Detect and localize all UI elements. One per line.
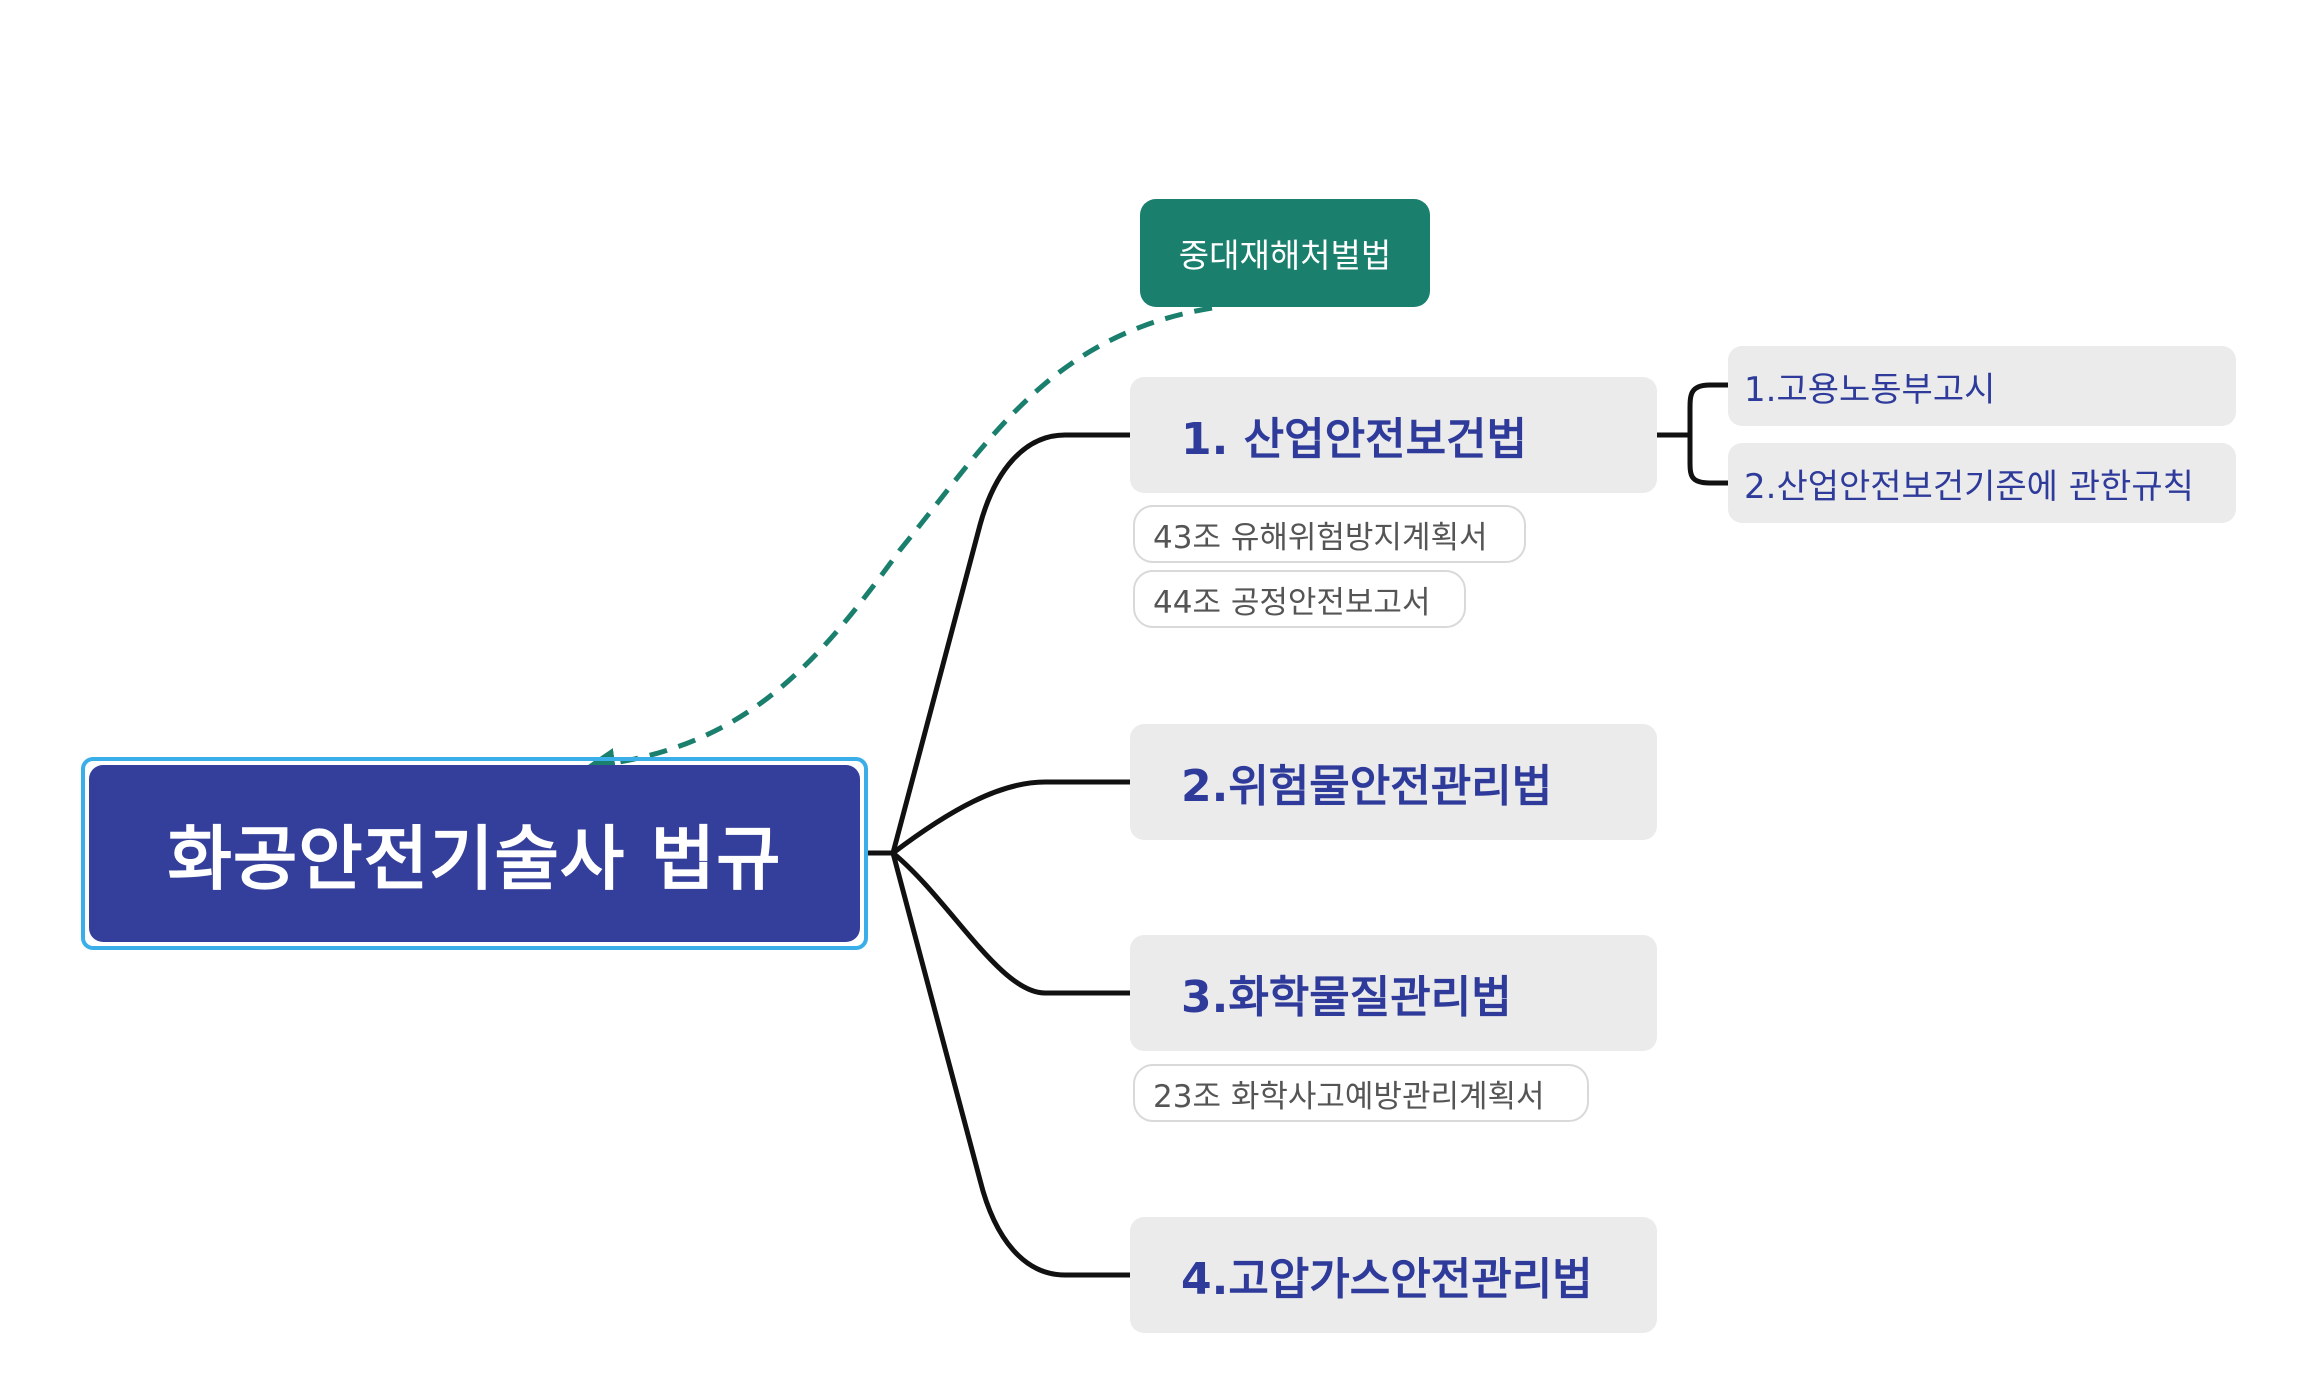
connector-root-to-branch-1 [868,432,1130,856]
connector-root-to-branch-3 [891,851,1130,996]
root-selection-outline [81,757,868,950]
subtopic-standards-rule[interactable]: 2.산업안전보건기준에 관한규칙 [1728,443,2236,523]
connector-root-to-branch-4 [890,852,1130,1278]
connector-root-to-branch-2 [891,779,1130,855]
branch-topic-1[interactable]: 1. 산업안전보건법 [1130,377,1657,493]
label-tag-text: 43조 유해위험방지계획서 [1153,519,1488,556]
relation-floating-to-root [585,305,1213,778]
label-tag-23[interactable]: 23조 화학사고예방관리계획서 [1133,1064,1589,1122]
root-topic-label: 화공안전기술사 법규 [167,818,782,900]
connector-branch-1-to-subtopics [1657,382,1728,486]
branch-topic-label: 4.고압가스안전관리법 [1181,1254,1593,1305]
subtopic-label: 1.고용노동부고시 [1744,369,1996,410]
branch-topic-2[interactable]: 2.위험물안전관리법 [1130,724,1657,840]
root-topic[interactable]: 화공안전기술사 법규 [89,765,860,942]
floating-topic-label: 중대재해처벌법 [1178,236,1392,275]
label-tag-43[interactable]: 43조 유해위험방지계획서 [1133,505,1526,563]
label-tag-text: 23조 화학사고예방관리계획서 [1153,1078,1545,1115]
label-tag-44[interactable]: 44조 공정안전보고서 [1133,570,1466,628]
branch-topic-4[interactable]: 4.고압가스안전관리법 [1130,1217,1657,1333]
subtopic-notice[interactable]: 1.고용노동부고시 [1728,346,2236,426]
branch-topic-label: 3.화학물질관리법 [1181,972,1512,1023]
branch-topic-label: 1. 산업안전보건법 [1181,414,1528,465]
floating-topic[interactable]: 중대재해처벌법 [1140,199,1430,307]
branch-topic-label: 2.위험물안전관리법 [1181,761,1553,812]
label-tag-text: 44조 공정안전보고서 [1153,584,1431,621]
subtopic-label: 2.산업안전보건기준에 관한규칙 [1744,466,2194,507]
branch-topic-3[interactable]: 3.화학물질관리법 [1130,935,1657,1051]
